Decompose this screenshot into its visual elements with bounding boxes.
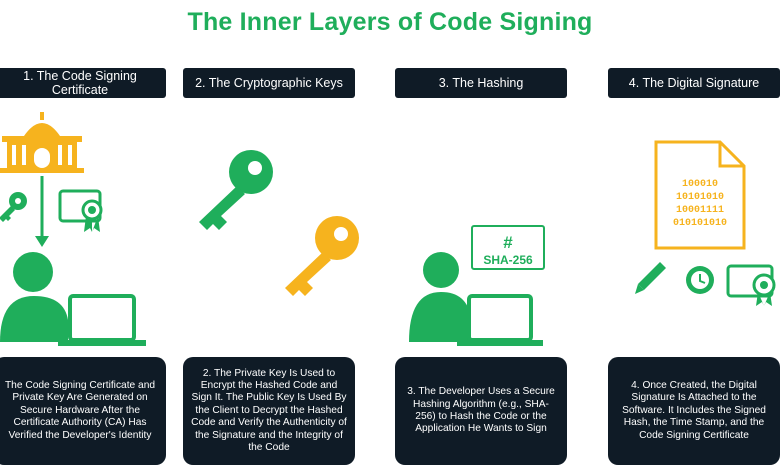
step-3-column: 3. The Hashing # SHA-256 3. The Develope… — [395, 0, 567, 470]
green-key-icon — [199, 150, 273, 230]
key-icon — [0, 192, 27, 222]
step-1-illustration — [0, 112, 146, 346]
pen-icon — [635, 262, 666, 294]
person-icon — [0, 252, 68, 342]
page-title: The Inner Layers of Code Signing — [187, 8, 593, 36]
laptop-icon — [58, 294, 146, 346]
document-icon: 100010 10101010 10001111 010101010 — [654, 140, 746, 250]
step-1-column: 1. The Code Signing Certificate — [0, 0, 166, 470]
binary-line: 10001111 — [676, 205, 724, 216]
certificate-icon — [726, 264, 776, 306]
step-4-illustration: 100010 10101010 10001111 010101010 — [635, 140, 776, 306]
step-2-header: 2. The Cryptographic Keys — [183, 68, 355, 98]
step-1-header: 1. The Code Signing Certificate — [0, 68, 166, 98]
person-icon — [409, 252, 471, 342]
clock-icon — [686, 266, 714, 294]
step-4-column: 4. The Digital Signature 100010 10101010… — [608, 0, 780, 470]
step-4-header: 4. The Digital Signature — [608, 68, 780, 98]
step-4-description: 4. Once Created, the Digital Signature I… — [608, 357, 780, 465]
arrow-down-icon — [35, 176, 49, 247]
hash-box-icon: # SHA-256 — [471, 225, 545, 270]
binary-line: 010101010 — [673, 218, 727, 229]
step-2-column: 2. The Cryptographic Keys 2. The Private… — [183, 0, 359, 470]
step-3-description: 3. The Developer Uses a Secure Hashing A… — [395, 357, 567, 465]
binary-line: 10101010 — [676, 192, 724, 203]
gold-key-icon — [285, 216, 359, 296]
binary-line: 100010 — [682, 179, 718, 190]
step-2-illustration — [199, 150, 359, 296]
building-icon — [0, 112, 84, 173]
hash-algorithm-label: SHA-256 — [483, 253, 533, 267]
certificate-icon — [58, 189, 103, 232]
step-2-description: 2. The Private Key Is Used to Encrypt th… — [183, 357, 355, 465]
step-3-illustration: # SHA-256 — [409, 225, 545, 346]
step-1-description: The Code Signing Certificate and Private… — [0, 357, 166, 465]
hash-symbol: # — [503, 233, 513, 252]
laptop-icon — [457, 294, 543, 346]
step-3-header: 3. The Hashing — [395, 68, 567, 98]
